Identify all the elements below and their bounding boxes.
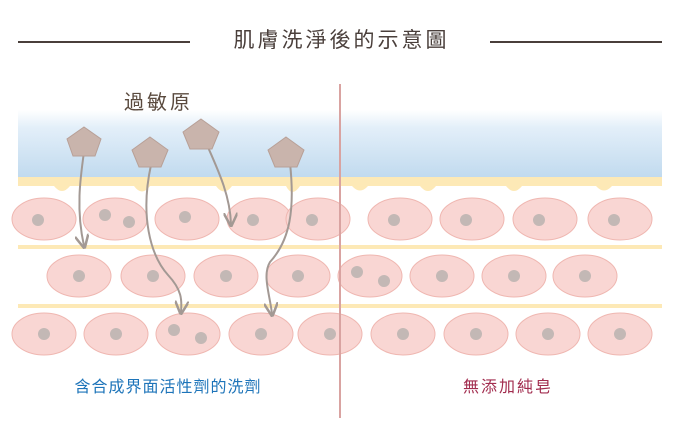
- cell-row1-1: [11, 197, 77, 241]
- allergen-2: [131, 136, 169, 168]
- cell-row3-1-nucleus: [38, 328, 50, 340]
- cell-row2-3-nucleus: [220, 270, 232, 282]
- cell-row1-4-nucleus: [247, 214, 259, 226]
- cell-row3-4-nucleus: [255, 328, 267, 340]
- cell-row1-2: [82, 197, 148, 241]
- allergen-path-4: [267, 162, 293, 314]
- cell-row2-2-nucleus: [147, 270, 159, 282]
- cell-row2-1-nucleus: [73, 270, 85, 282]
- cell-row1-9-nucleus: [608, 214, 620, 226]
- cell-row3-3-nucleus: [195, 332, 207, 344]
- diagram-title: 肌膚洗淨後的示意圖: [233, 28, 450, 52]
- cell-row2-8-nucleus: [579, 270, 591, 282]
- cell-row1-6: [367, 197, 433, 241]
- cell-row3-2-nucleus: [110, 328, 122, 340]
- cell-row2-6-nucleus: [436, 270, 448, 282]
- cell-row1-8-nucleus: [533, 214, 545, 226]
- allergen-3: [182, 118, 220, 150]
- cell-row3-6-nucleus: [397, 328, 409, 340]
- allergen-label: 過敏原: [124, 90, 193, 114]
- cell-row3-3: [155, 312, 221, 356]
- allergen-4: [267, 136, 305, 168]
- cell-row3-8-nucleus: [542, 328, 554, 340]
- cell-row3-9-nucleus: [614, 328, 626, 340]
- cell-row3-3-nucleus: [168, 324, 180, 336]
- cell-row2-5-nucleus: [378, 275, 390, 287]
- cell-row2-7-nucleus: [508, 270, 520, 282]
- cell-row1-5-nucleus: [306, 214, 318, 226]
- cell-row1-6-nucleus: [388, 214, 400, 226]
- cell-row2-5-nucleus: [351, 266, 363, 278]
- allergen-path-3: [206, 144, 231, 224]
- title-rule-left: [18, 41, 190, 43]
- cell-row1-8: [512, 197, 578, 241]
- cell-row1-4: [226, 197, 292, 241]
- cell-row3-5-nucleus: [324, 328, 336, 340]
- caption-pure-soap: 無添加純皂: [462, 377, 553, 396]
- skin-cells: [11, 197, 653, 356]
- cell-row2-4-nucleus: [292, 270, 304, 282]
- cell-row1-1-nucleus: [32, 214, 44, 226]
- cell-row1-2-nucleus: [123, 216, 135, 228]
- cell-row1-5: [285, 197, 351, 241]
- cell-row1-9: [587, 197, 653, 241]
- cell-row1-7-nucleus: [460, 214, 472, 226]
- cell-row3-7-nucleus: [470, 328, 482, 340]
- barrier-film-right: [340, 177, 662, 191]
- cell-row1-3-nucleus: [179, 211, 191, 223]
- allergen-path-2: [145, 164, 181, 312]
- cell-row1-2-nucleus: [99, 209, 111, 221]
- caption-surfactant-cleanser: 含合成界面活性劑的洗劑: [74, 377, 262, 396]
- title-rule-right: [490, 41, 662, 43]
- cell-row1-7: [439, 197, 505, 241]
- barrier-film-left: [18, 177, 340, 192]
- allergen-path-1: [79, 151, 84, 246]
- allergen-1: [66, 126, 102, 157]
- cell-row2-5: [337, 254, 403, 298]
